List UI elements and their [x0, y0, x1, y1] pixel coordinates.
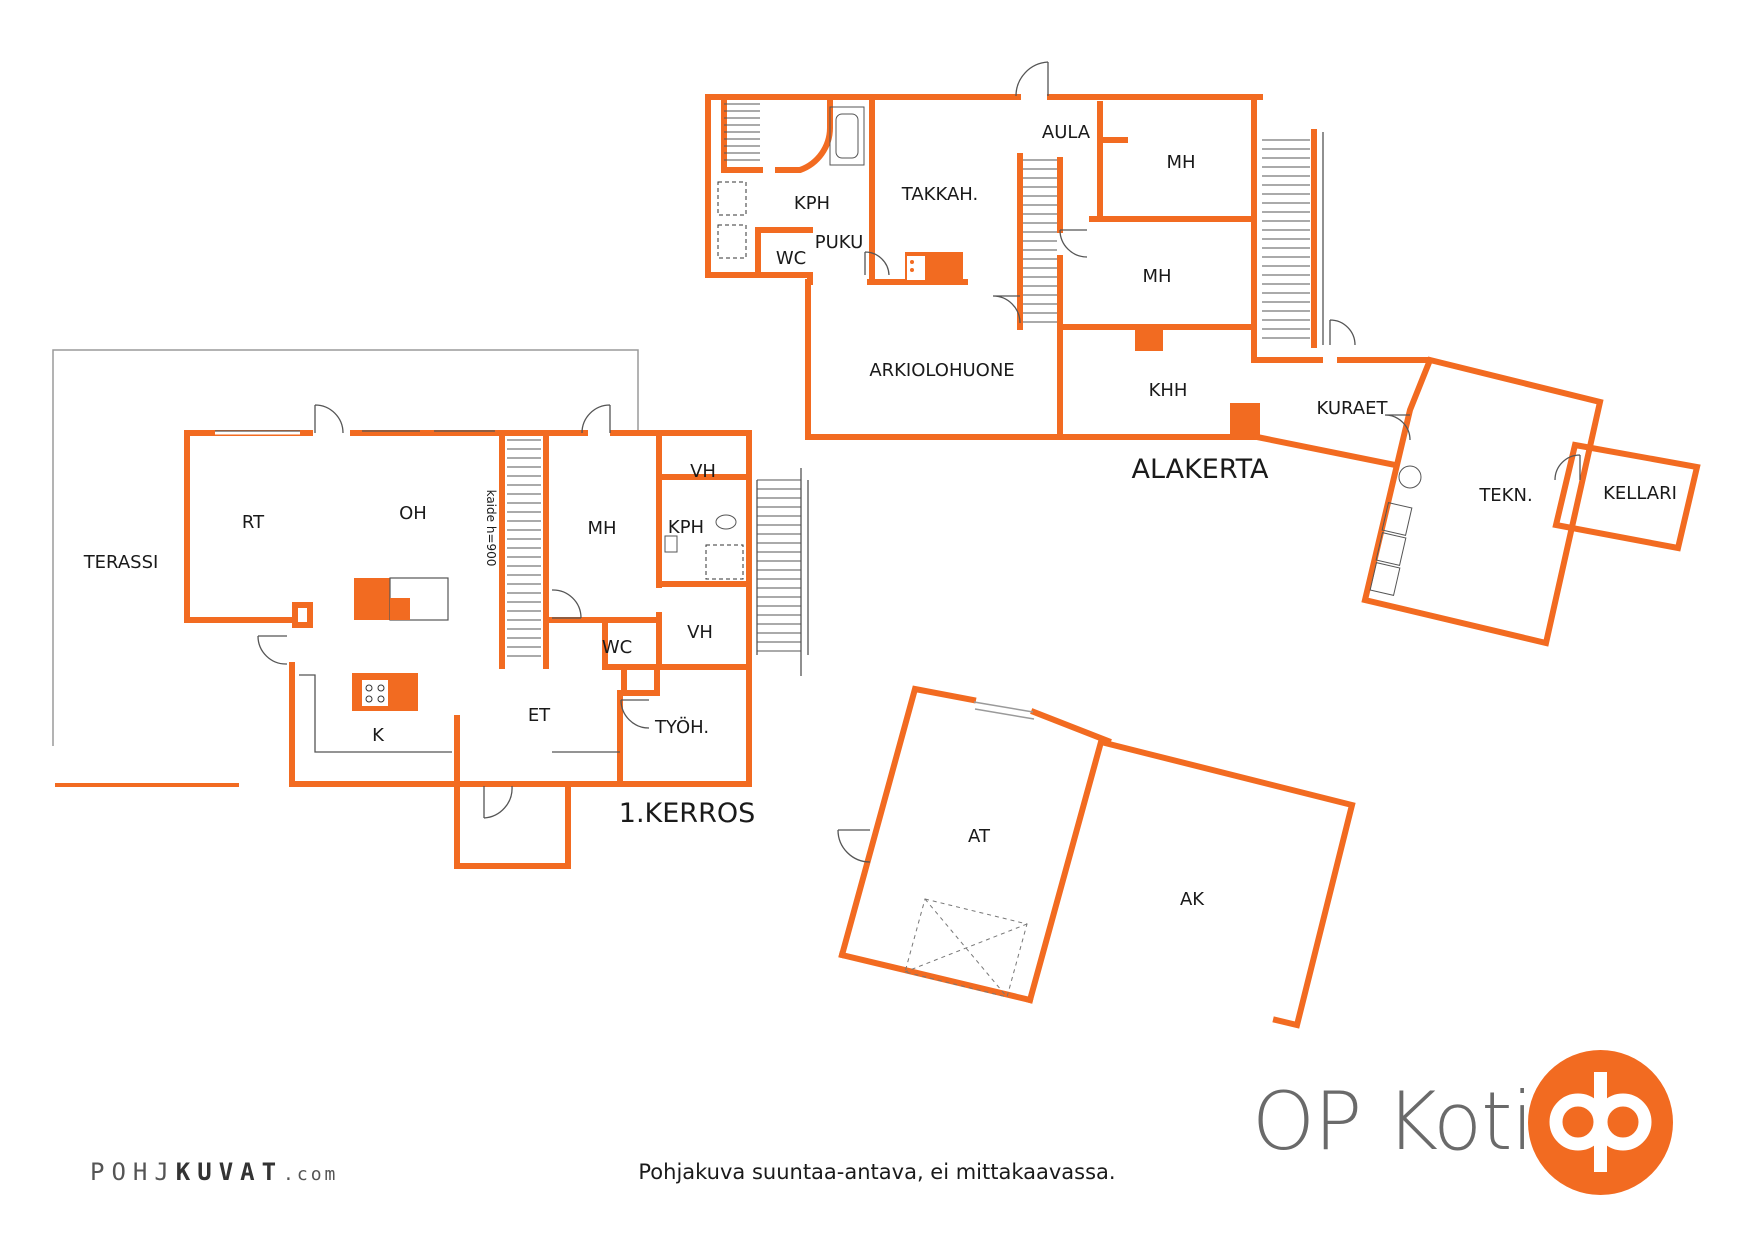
fireplace-icon [905, 252, 963, 284]
first-floor-walls [184, 430, 752, 869]
room-label-rt: RT [242, 512, 265, 533]
railing-note: kaide h=900 [484, 490, 498, 567]
pohjakuvat-dark: KUVAT [175, 1158, 284, 1186]
room-label-aula: AULA [1042, 122, 1091, 143]
room-label-tyoh: TYÖH. [654, 716, 709, 738]
op-logo-icon [1528, 1050, 1673, 1195]
stove-icon [352, 673, 418, 711]
room-label-oh: OH [399, 503, 427, 524]
lower-floor-title: ALAKERTA [1131, 454, 1269, 485]
disclaimer-note: Pohjakuva suuntaa-antava, ei mittakaavas… [638, 1160, 1116, 1184]
room-label-takkah: TAKKAH. [901, 184, 978, 205]
room-label-wc: WC [602, 637, 632, 658]
pohjakuvat-suffix: .com [283, 1164, 339, 1185]
room-label-puku: PUKU [815, 232, 864, 253]
lower-floor-labels: KPH PUKU WC TAKKAH. AULA MH MH ARKIOLOHU… [776, 122, 1677, 506]
room-label-at: AT [968, 826, 991, 847]
room-label-arkiolohuone: ARKIOLOHUONE [869, 360, 1014, 381]
lower-floor-details [717, 61, 1581, 596]
room-label-kellari: KELLARI [1603, 483, 1677, 504]
brand-name: OP Koti [1252, 1075, 1534, 1168]
pohjakuvat-logo: POHJKUVAT.com [90, 1158, 338, 1186]
lower-floor-walls [705, 94, 1701, 647]
room-label-mh: MH [587, 518, 616, 539]
room-label-tekn: TEKN. [1478, 485, 1532, 506]
terrace-outline [52, 349, 639, 787]
room-label-terassi: TERASSI [83, 552, 159, 573]
room-label-vh-lower: VH [687, 622, 713, 643]
room-label-k: K [372, 725, 385, 746]
room-label-vh-upper: VH [690, 461, 716, 482]
room-label-wc-lower: WC [776, 248, 806, 269]
room-label-kph-lower: KPH [794, 193, 830, 214]
room-label-mh-lower: MH [1142, 266, 1171, 287]
first-floor-title: 1.KERROS [619, 798, 755, 829]
room-label-khh: KHH [1149, 380, 1188, 401]
room-label-ak: AK [1180, 889, 1205, 910]
first-floor-labels: TERASSI RT OH MH VH KPH VH WC K ET TYÖH.… [83, 461, 756, 829]
outbuilding-labels: AT AK [968, 826, 1205, 910]
room-label-kph: KPH [668, 517, 704, 538]
room-label-kuraet: KURAET [1317, 398, 1389, 419]
pohjakuvat-light: POHJ [90, 1158, 176, 1186]
room-label-mh-upper: MH [1166, 152, 1195, 173]
first-floor-details [215, 404, 809, 819]
room-label-et: ET [528, 705, 551, 726]
outbuilding-walls [837, 685, 1356, 1029]
